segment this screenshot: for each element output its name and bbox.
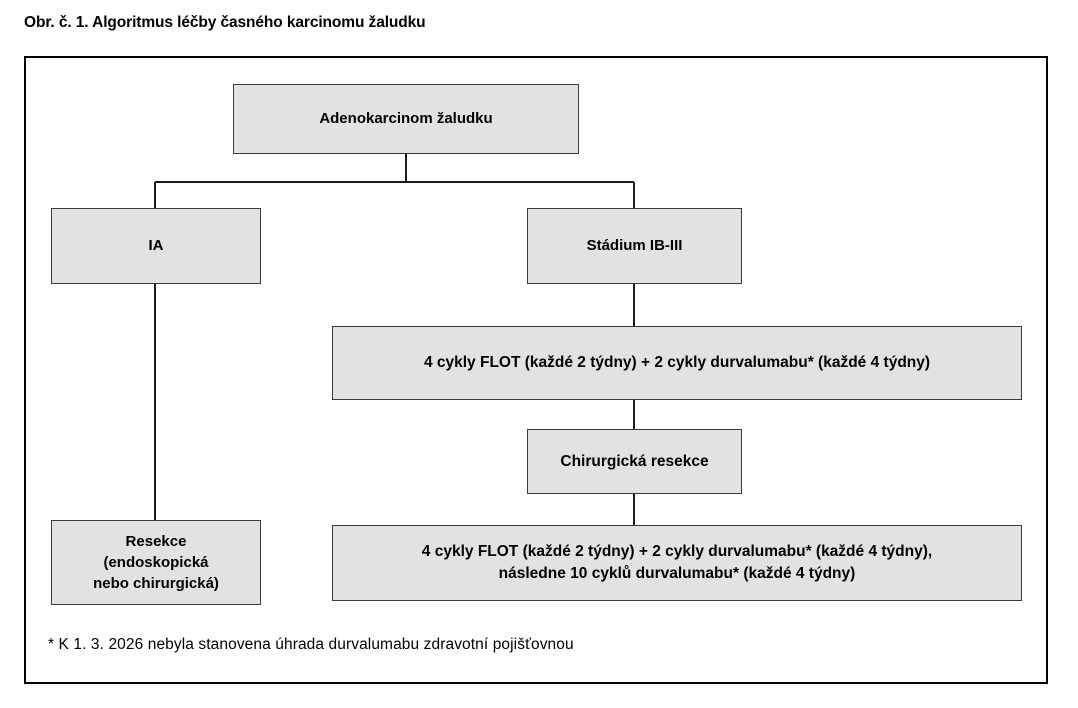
figure-footnote: * K 1. 3. 2026 nebyla stanovena úhrada d… [48,636,574,653]
node-stage-ib-iii: Stádium IB-III [527,208,742,284]
node-flot-perioperative-label: 4 cykly FLOT (každé 2 týdny) + 2 cykly d… [421,543,933,582]
node-resection-options: Resekce (endoskopická nebo chirurgická) [51,520,261,605]
node-adenocarcinoma-label: Adenokarcinom žaludku [319,110,493,128]
diagram-frame: Adenokarcinom žaludku IA Stádium IB-III … [24,56,1048,684]
node-resection-options-label: Resekce (endoskopická nebo chirurgická) [93,532,219,593]
node-stage-ia: IA [51,208,261,284]
node-surgical-resection: Chirurgická resekce [527,429,742,494]
node-stage-ia-label: IA [148,237,164,255]
node-flot-neoadjuvant-label: 4 cykly FLOT (každé 2 týdny) + 2 cykly d… [423,354,931,371]
node-adenocarcinoma: Adenokarcinom žaludku [233,84,579,154]
node-stage-ib-iii-label: Stádium IB-III [586,237,683,255]
node-surgical-resection-label: Chirurgická resekce [560,452,709,470]
figure-caption: Obr. č. 1. Algoritmus léčby časného karc… [24,14,426,31]
node-flot-neoadjuvant: 4 cykly FLOT (každé 2 týdny) + 2 cykly d… [332,326,1022,400]
node-flot-perioperative: 4 cykly FLOT (každé 2 týdny) + 2 cykly d… [332,525,1022,601]
